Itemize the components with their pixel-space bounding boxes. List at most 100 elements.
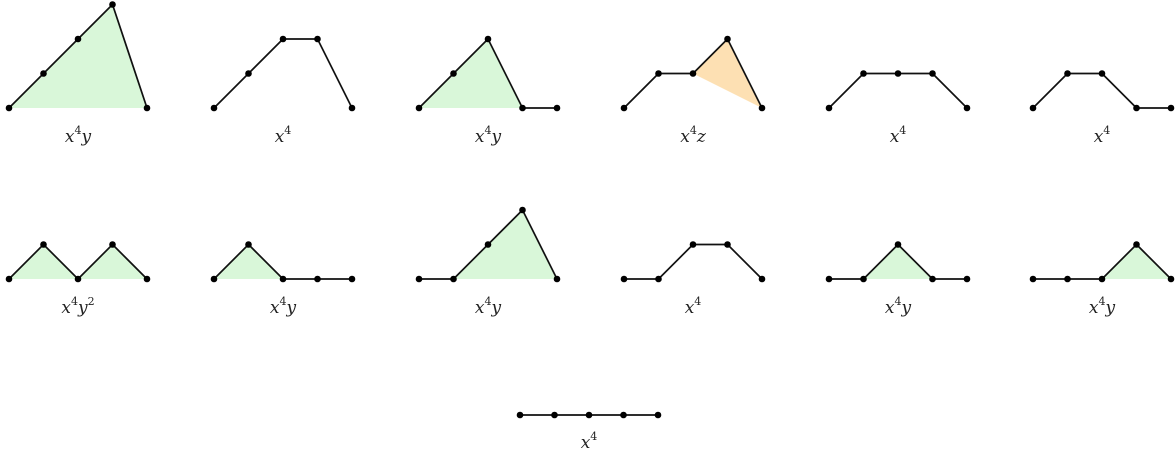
path-vertex — [620, 275, 628, 283]
green-shaded-region — [9, 4, 147, 108]
path-vertex — [74, 35, 82, 43]
path-vertex — [689, 241, 697, 248]
path-vertex — [210, 275, 218, 283]
path-vertex — [585, 411, 593, 419]
monomial-label: x4y — [65, 124, 92, 147]
path-vertex — [1098, 70, 1106, 77]
monomial-label: x4y — [885, 295, 912, 318]
path-vertex — [210, 104, 218, 112]
path-vertex — [894, 241, 902, 248]
path-vertex — [40, 70, 47, 77]
path-diagram: x4y — [415, 206, 561, 318]
path-vertex — [1167, 275, 1175, 283]
lattice-path-line — [828, 72, 968, 109]
path-vertex — [109, 1, 116, 8]
path-vertex — [620, 104, 628, 112]
green-shaded-region — [419, 39, 523, 108]
path-vertex — [963, 104, 971, 112]
path-vertex — [655, 70, 662, 77]
monomial-label: x4 — [275, 124, 292, 147]
path-vertex — [620, 411, 627, 419]
path-vertex — [450, 70, 457, 77]
path-vertex — [245, 70, 252, 77]
path-vertex — [348, 104, 356, 112]
path-vertex — [1029, 104, 1037, 112]
path-vertex — [348, 275, 356, 283]
monomial-label: x4 — [581, 430, 598, 453]
green-shaded-region — [453, 210, 557, 279]
path-diagram: x4 — [620, 241, 766, 318]
path-vertex — [74, 275, 82, 283]
path-vertex — [1133, 241, 1140, 248]
path-vertex — [109, 241, 116, 248]
green-shaded-region — [1102, 244, 1171, 279]
path-vertex — [143, 104, 151, 112]
path-vertex — [1064, 275, 1071, 283]
path-diagram: x4y — [825, 241, 971, 318]
monomial-label: x4 — [890, 124, 907, 147]
monomial-label: x4y — [475, 295, 502, 318]
path-vertex — [1133, 104, 1140, 112]
path-vertex — [724, 35, 731, 43]
orange-shaded-region — [693, 39, 762, 108]
monomial-label: x4z — [680, 124, 707, 147]
path-vertex — [894, 70, 902, 77]
path-vertex — [5, 104, 13, 112]
monomial-label: x4 — [685, 295, 702, 318]
path-vertex — [553, 104, 561, 112]
path-vertex — [929, 70, 936, 77]
path-diagram: x4 — [516, 411, 662, 453]
path-vertex — [314, 35, 321, 43]
path-vertex — [825, 104, 833, 112]
path-vertex — [825, 275, 833, 283]
path-vertex — [553, 275, 561, 283]
path-vertex — [314, 275, 321, 283]
monomial-label: x4y — [1089, 295, 1116, 318]
path-vertex — [143, 275, 151, 283]
monomial-label: x4y — [270, 295, 297, 318]
path-diagram: x4 — [210, 35, 356, 147]
path-vertex — [860, 70, 867, 77]
path-vertex — [245, 241, 252, 248]
green-shaded-region — [863, 244, 933, 279]
path-vertex — [551, 411, 558, 419]
monomial-label: x4y2 — [61, 295, 94, 318]
path-vertex — [40, 241, 47, 248]
path-vertex — [519, 104, 526, 112]
green-shaded-region — [214, 244, 283, 279]
path-diagram: x4 — [1029, 70, 1175, 147]
green-shaded-region — [9, 244, 78, 279]
path-diagram: x4y — [210, 241, 356, 318]
path-diagram: x4y — [5, 1, 151, 147]
path-vertex — [415, 104, 423, 112]
path-vertex — [1098, 275, 1106, 283]
path-vertex — [279, 275, 287, 283]
path-vertex — [929, 275, 936, 283]
path-diagram: x4y2 — [5, 241, 151, 318]
path-diagram: x4z — [620, 35, 766, 147]
path-vertex — [5, 275, 13, 283]
path-vertex — [758, 275, 766, 283]
path-vertex — [689, 70, 697, 77]
path-vertex — [279, 35, 287, 43]
path-vertex — [1029, 275, 1037, 283]
path-vertex — [484, 241, 492, 248]
lattice-path-line — [624, 243, 763, 280]
path-vertex — [519, 206, 526, 214]
green-shaded-region — [78, 244, 147, 279]
path-vertex — [758, 104, 766, 112]
path-vertex — [484, 35, 492, 43]
path-vertex — [1167, 104, 1175, 112]
path-vertex — [654, 411, 662, 419]
path-vertex — [724, 241, 731, 248]
path-diagram: x4y — [1029, 241, 1175, 318]
monomial-label: x4y — [475, 124, 502, 147]
monomial-label: x4 — [1094, 124, 1111, 147]
path-vertex — [516, 411, 524, 419]
path-vertex — [450, 275, 457, 283]
path-vertex — [415, 275, 423, 283]
path-vertex — [1064, 70, 1071, 77]
path-vertex — [963, 275, 971, 283]
path-diagram: x4 — [825, 70, 971, 147]
